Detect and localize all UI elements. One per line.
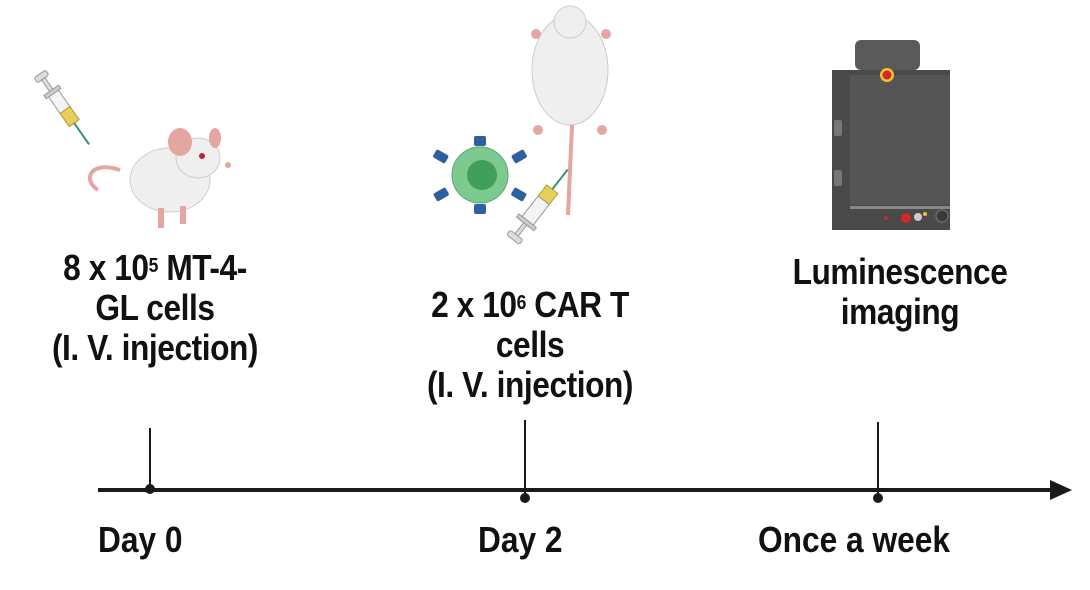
mouse-top-view-icon (531, 5, 611, 216)
event-label-day2: 2 x 106 CAR T cells (I. V. injection) (402, 285, 657, 405)
event-label-line2: cells (495, 324, 565, 365)
event-label-line1: Luminescence (792, 251, 1008, 292)
event-label-day0: 8 x 105 MT-4- GL cells (I. V. injection) (27, 248, 282, 368)
event-label-weekly: Luminescence imaging (768, 252, 1032, 332)
syringe-icon (34, 70, 90, 145)
marker-weekly (873, 493, 883, 503)
event-label-line3: (I. V. injection) (51, 327, 259, 368)
time-label-weekly: Once a week (758, 519, 950, 560)
axis-arrowhead (1050, 480, 1072, 500)
timeline-axis (98, 420, 1072, 503)
event-label-line1: 8 x 105 MT-4- (63, 247, 247, 288)
event-label-line2: imaging (840, 291, 960, 332)
syringe-icon (506, 168, 569, 245)
time-label-day0: Day 0 (98, 519, 183, 560)
event-label-line2: GL cells (95, 287, 215, 328)
imaging-system-illustration (832, 40, 950, 230)
event-label-line1: 2 x 106 CAR T (431, 284, 629, 325)
car-t-and-mouse-illustration (433, 5, 611, 245)
marker-day2 (520, 493, 530, 503)
mouse-with-syringe-illustration (34, 70, 231, 228)
mouse-icon (87, 128, 231, 228)
marker-day0 (145, 484, 155, 494)
event-label-line3: (I. V. injection) (426, 364, 634, 405)
car-t-cell-icon (433, 136, 527, 214)
time-label-day2: Day 2 (478, 519, 563, 560)
